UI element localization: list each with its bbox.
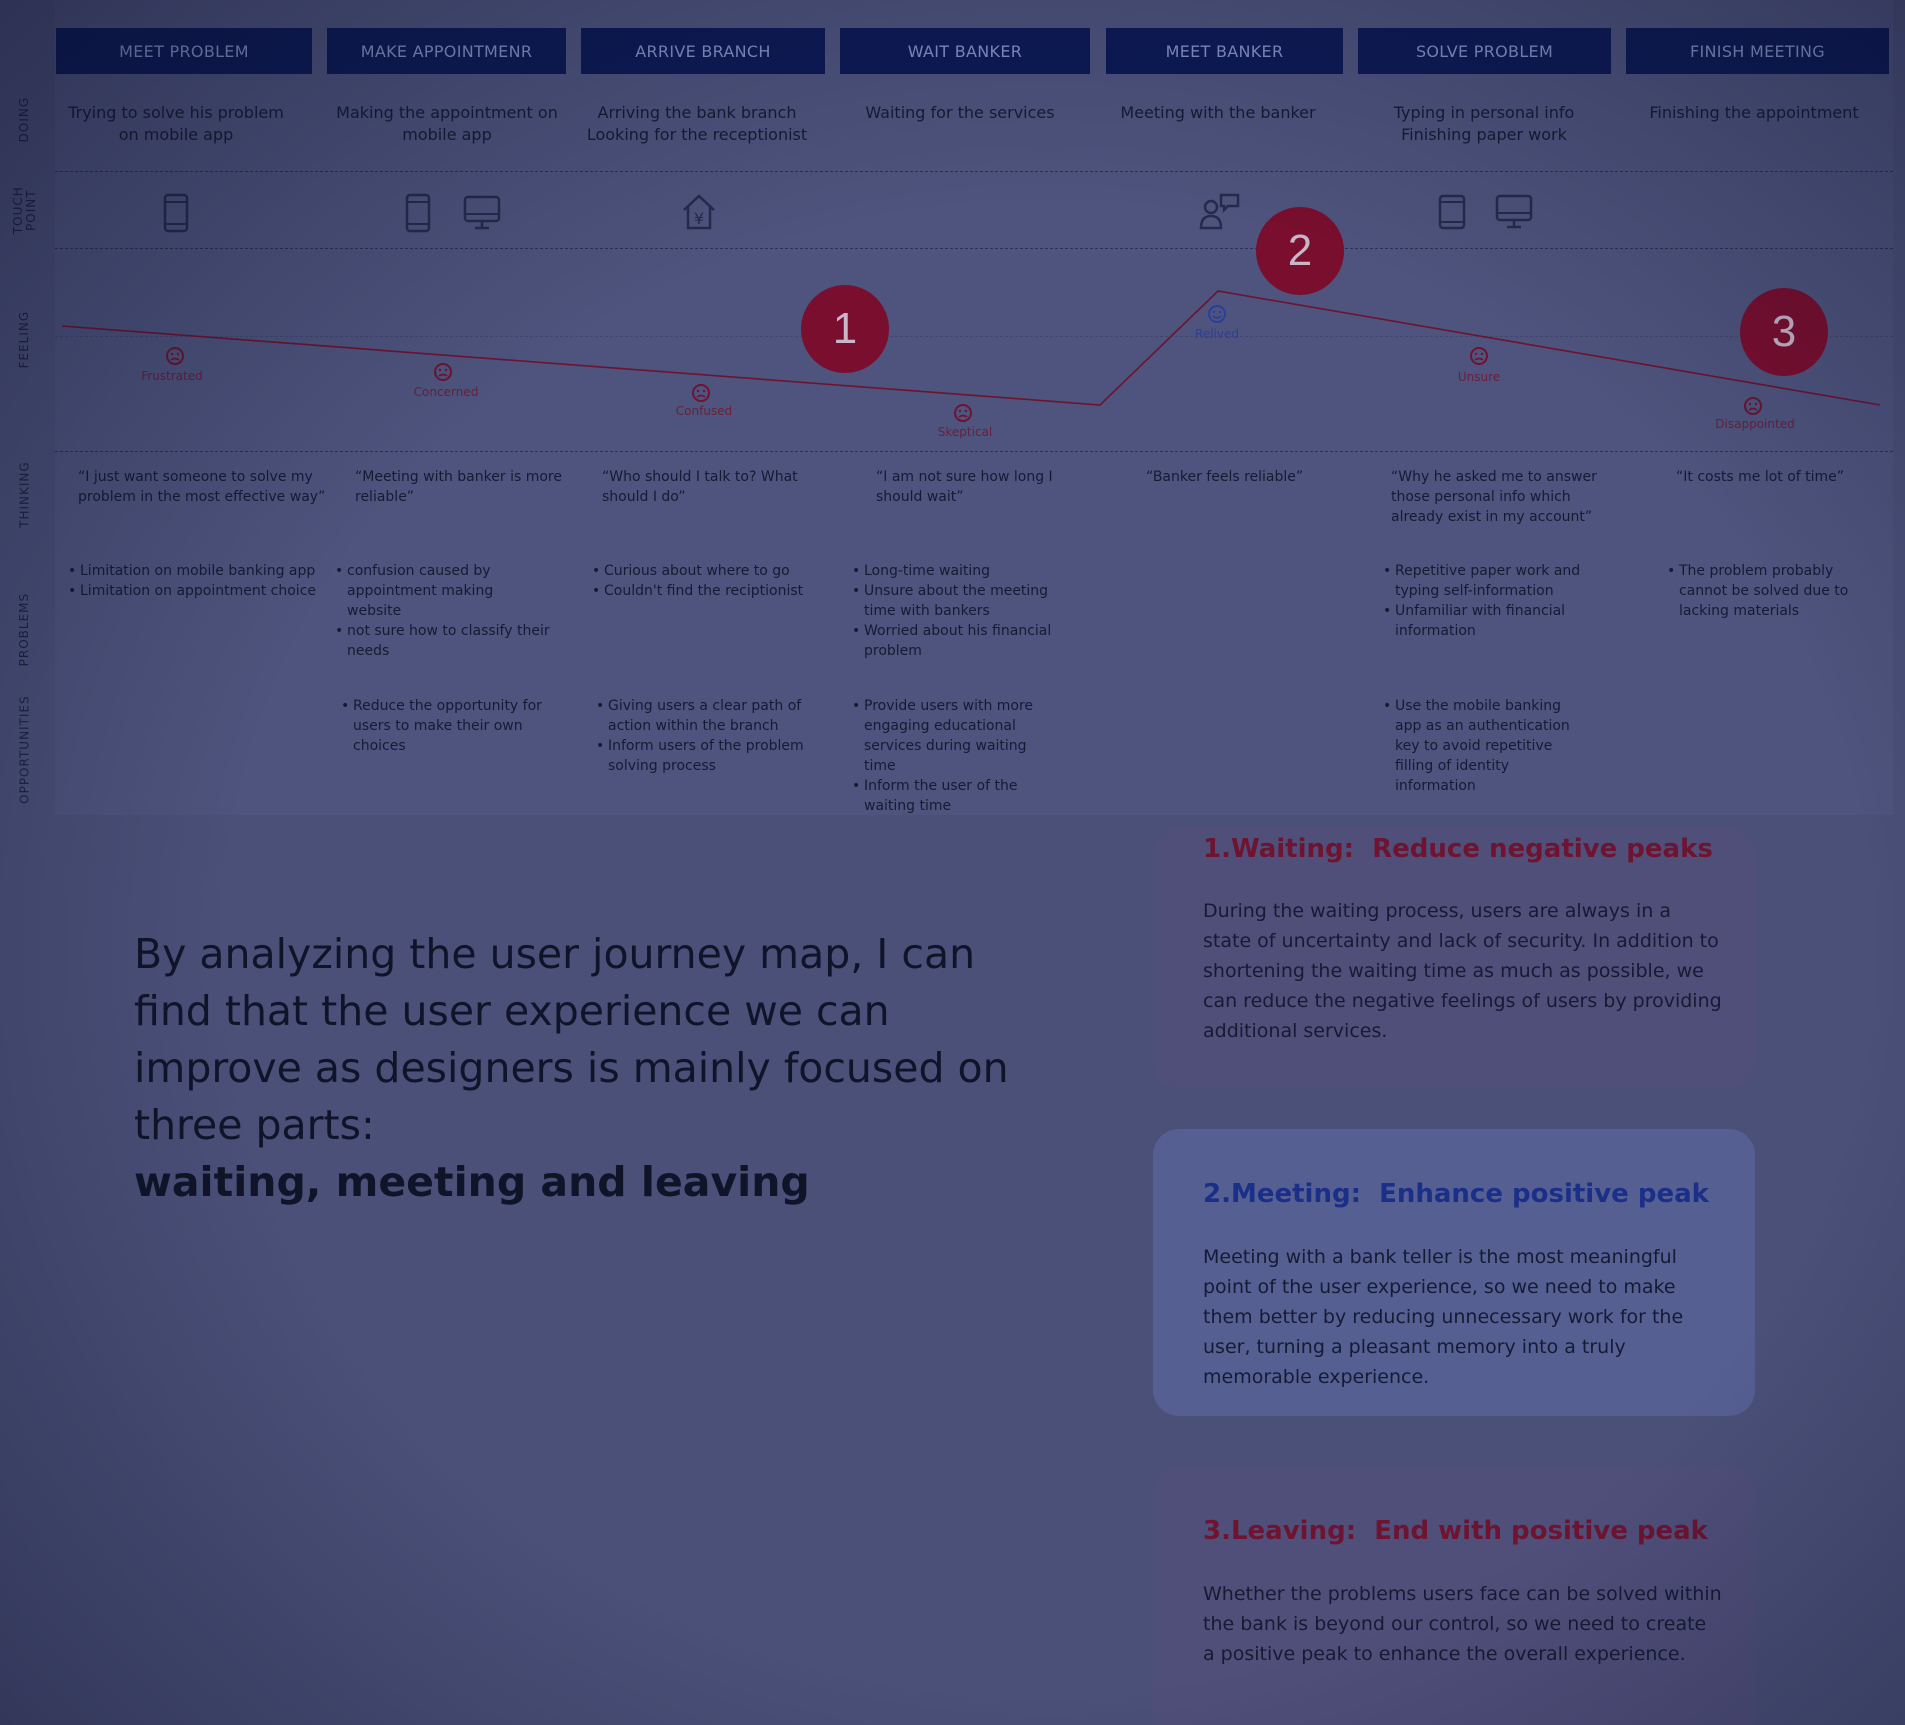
phone-icon [163, 193, 189, 233]
insight-card-waiting: 1.Waiting: Reduce negative peaks During … [1153, 828, 1755, 1088]
opportunities-list: Use the mobile banking app as an authent… [1383, 696, 1588, 796]
tablet-icon [1438, 194, 1466, 230]
list-item: Reduce the opportunity for users to make… [341, 696, 556, 756]
insight-card-meeting: 2.Meeting: Enhance positive peak Meeting… [1153, 1129, 1755, 1416]
emotion-label: Frustrated [141, 369, 203, 383]
card-body: Whether the problems users face can be s… [1203, 1583, 1722, 1665]
list-item: Long-time waiting [852, 561, 1082, 581]
card-body: Meeting with a bank teller is the most m… [1203, 1246, 1684, 1388]
list-item: Repetitive paper work and typing self-in… [1383, 561, 1583, 601]
row-label-thinking: THINKING [17, 461, 32, 529]
stage-header: MAKE APPOINTMENR [327, 28, 566, 74]
list-item: Worried about his financial problem [852, 621, 1082, 661]
phone-icon [405, 193, 431, 233]
emotion-label: Skeptical [937, 425, 993, 439]
summary-emphasis: waiting, meeting and leaving [134, 1158, 810, 1206]
peak-badge-3: 3 [1740, 288, 1828, 376]
stage-header: MEET BANKER [1106, 28, 1343, 74]
list-item: confusion caused by appointment making w… [335, 561, 550, 621]
list-item: Unsure about the meeting time with banke… [852, 581, 1082, 621]
problems-list: Limitation on mobile banking app Limitat… [68, 561, 318, 601]
opportunities-list: Reduce the opportunity for users to make… [341, 696, 556, 756]
row-divider [55, 171, 1893, 172]
thinking-quote: “Banker feels reliable” [1146, 469, 1304, 485]
row-divider [55, 248, 1893, 249]
stage-header: SOLVE PROBLEM [1358, 28, 1611, 74]
list-item: Limitation on mobile banking app [68, 561, 318, 581]
emotion-label: Concerned [413, 385, 479, 399]
desktop-icon [463, 195, 501, 230]
desktop-icon [1495, 194, 1533, 229]
opportunities-list: Provide users with more engaging educati… [852, 696, 1057, 816]
emotion-label: Unsure [1457, 370, 1501, 384]
card-title: 1.Waiting: Reduce negative peaks [1203, 834, 1713, 864]
summary-statement: By analyzing the user journey map, I can… [134, 926, 1034, 1211]
svg-text:¥: ¥ [694, 209, 704, 228]
card-body: During the waiting process, users are al… [1203, 900, 1722, 1042]
emotion-label: Disappointed [1715, 417, 1795, 431]
bank-branch-icon: ¥ [683, 194, 715, 230]
list-item: Curious about where to go [592, 561, 832, 581]
conversation-icon [1199, 193, 1240, 230]
row-label-problems: PROBLEMS [17, 593, 32, 667]
insight-card-leaving: 3.Leaving: End with positive peak Whethe… [1153, 1466, 1755, 1725]
opportunities-list: Giving users a clear path of action with… [596, 696, 811, 776]
emotion-label: Relived [1195, 327, 1239, 341]
sad-face-icon [1744, 397, 1762, 415]
problems-list: The problem probably cannot be solved du… [1667, 561, 1867, 621]
stage-header: MEET PROBLEM [56, 28, 312, 74]
card-title: 3.Leaving: End with positive peak [1203, 1516, 1708, 1546]
list-item: Couldn't find the reciptionist [592, 581, 832, 601]
row-label-doing: DOING [17, 97, 32, 143]
stage-header: ARRIVE BRANCH [581, 28, 825, 74]
emotion-curve [61, 290, 1881, 406]
sad-face-icon [434, 363, 452, 381]
sad-face-icon [166, 347, 184, 365]
happy-face-icon [1208, 305, 1226, 323]
row-label-opportunities: OPPORTUNITIES [17, 695, 32, 805]
problems-list: Long-time waiting Unsure about the meeti… [852, 561, 1082, 661]
row-label-touch-point: TOUCH POINT [10, 186, 38, 234]
list-item: Limitation on appointment choice [68, 581, 318, 601]
sad-face-icon [954, 404, 972, 422]
problems-list: confusion caused by appointment making w… [335, 561, 550, 661]
list-item: Giving users a clear path of action with… [596, 696, 811, 736]
list-item: Inform users of the problem solving proc… [596, 736, 811, 776]
doing-text: Waiting for the services [865, 103, 1055, 122]
journey-map-panel [55, 0, 1893, 815]
list-item: Provide users with more engaging educati… [852, 696, 1057, 776]
problems-list: Curious about where to go Couldn't find … [592, 561, 832, 601]
list-item: Inform the user of the waiting time [852, 776, 1057, 816]
row-divider [55, 451, 1893, 452]
peak-badge-1: 1 [801, 285, 889, 373]
sad-face-icon [1470, 347, 1488, 365]
peak-badge-2: 2 [1256, 207, 1344, 295]
list-item: Use the mobile banking app as an authent… [1383, 696, 1588, 796]
list-item: not sure how to classify their needs [335, 621, 550, 661]
sad-face-icon [692, 384, 710, 402]
card-title: 2.Meeting: Enhance positive peak [1203, 1179, 1709, 1209]
doing-text: Finishing the appointment [1649, 103, 1859, 122]
problems-list: Repetitive paper work and typing self-in… [1383, 561, 1583, 641]
list-item: The problem probably cannot be solved du… [1667, 561, 1867, 621]
emotion-label: Confused [675, 404, 733, 418]
stage-header: WAIT BANKER [840, 28, 1090, 74]
row-divider [55, 336, 1893, 337]
doing-text: Meeting with the banker [1120, 103, 1316, 122]
stage-header: FINISH MEETING [1626, 28, 1889, 74]
list-item: Unfamiliar with financial information [1383, 601, 1583, 641]
thinking-quote: “It costs me lot of time” [1676, 469, 1845, 485]
